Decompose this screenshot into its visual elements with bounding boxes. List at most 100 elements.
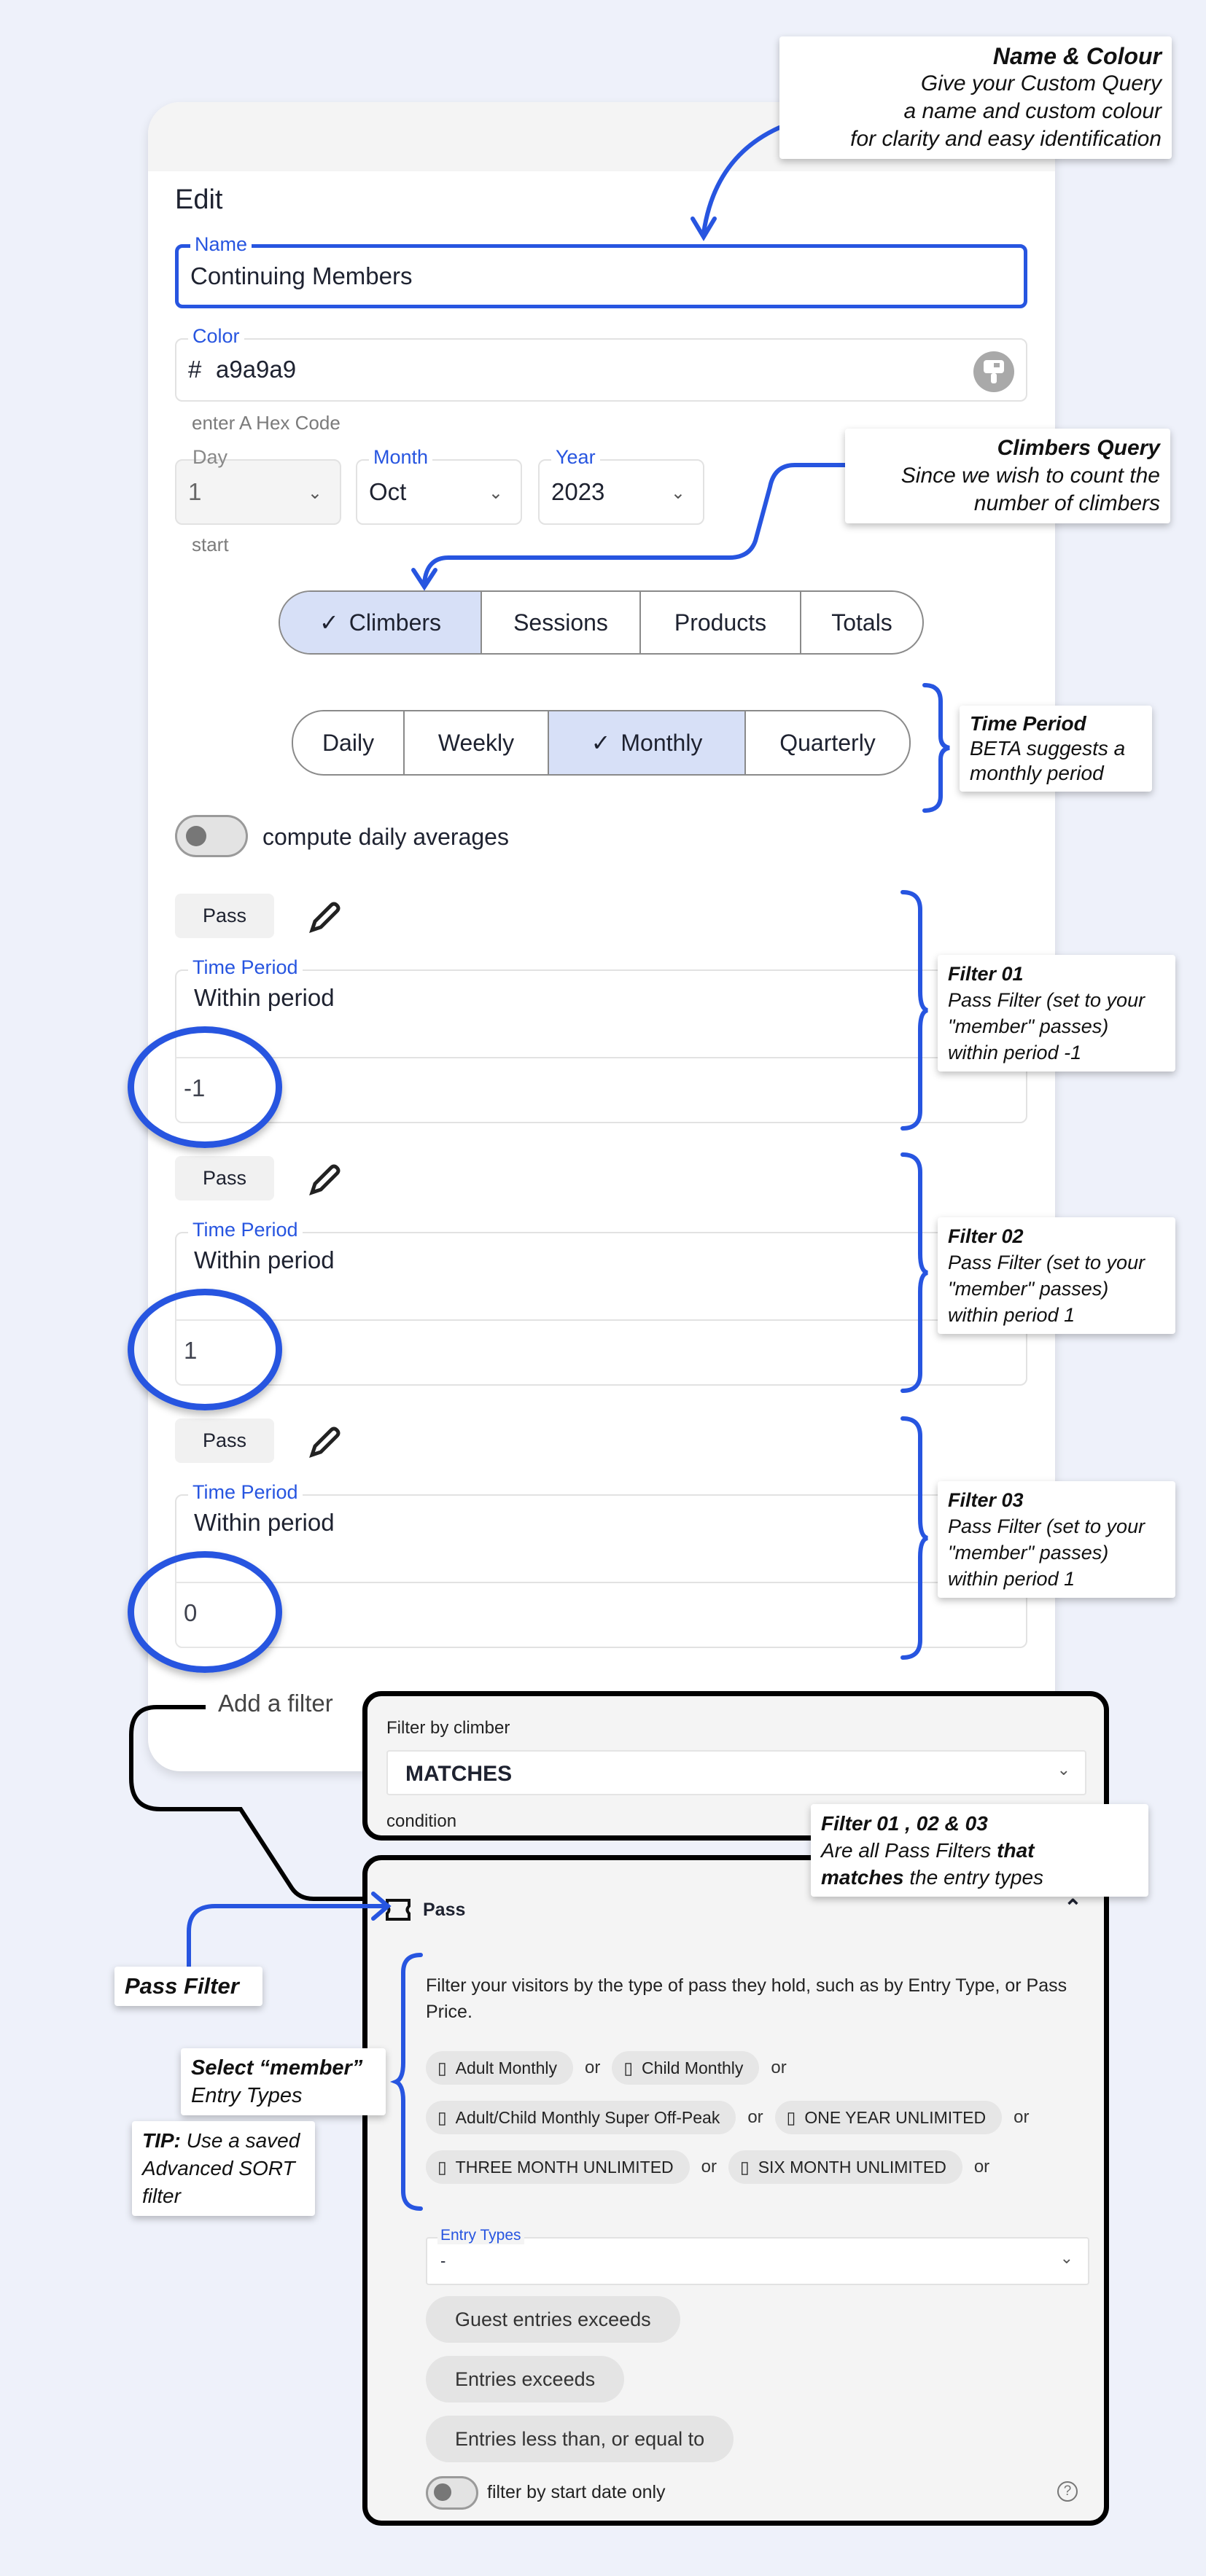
or-label: or — [771, 2058, 787, 2077]
pencil-icon[interactable] — [305, 1423, 343, 1464]
color-label: Color — [188, 325, 244, 348]
entry-type-chip[interactable]: ▯Child Monthly — [612, 2051, 760, 2085]
condition-helper: condition — [386, 1811, 457, 1831]
segment-products[interactable]: Products — [641, 592, 801, 653]
guest-entries-exceeds-button[interactable]: Guest entries exceeds — [426, 2296, 680, 2343]
help-icon[interactable]: ? — [1057, 2481, 1078, 2502]
callout-line: number of climbers — [973, 491, 1160, 515]
paint-bucket-icon[interactable] — [973, 351, 1014, 392]
entry-type-chip[interactable]: ▯Adult Monthly — [426, 2051, 574, 2085]
callout-title: Climbers Query — [997, 436, 1160, 460]
chip-label: Child Monthly — [642, 2058, 744, 2077]
chip-label: Adult Monthly — [455, 2058, 558, 2077]
condition-value: MATCHES — [405, 1762, 513, 1786]
chevron-up-icon[interactable]: ⌃ — [1063, 1896, 1082, 1920]
chip-label: Adult/Child Monthly Super Off-Peak — [455, 2107, 720, 2127]
callout-line: Give your Custom Query — [920, 71, 1162, 95]
callout-filter-01: Filter 01 Pass Filter (set to your "memb… — [938, 955, 1175, 1072]
start-date-toggle[interactable] — [426, 2476, 478, 2510]
month-select[interactable]: Month Oct ⌄ — [356, 446, 522, 525]
add-filter-connector — [129, 1705, 362, 1901]
year-select[interactable]: Year 2023 ⌄ — [538, 446, 704, 525]
toggle-knob — [186, 826, 206, 846]
ticket-icon: ▯ — [786, 2107, 796, 2127]
chip-label: THREE MONTH UNLIMITED — [455, 2157, 674, 2177]
segment-totals[interactable]: Totals — [801, 592, 922, 653]
callout-line: filter — [142, 2185, 181, 2207]
pass-chip[interactable]: Pass — [175, 894, 274, 938]
check-icon: ✓ — [319, 609, 339, 636]
name-field[interactable]: Name Continuing Members — [175, 233, 1027, 308]
segment-sessions[interactable]: Sessions — [482, 592, 641, 653]
chevron-down-icon: ⌄ — [1057, 1760, 1070, 1779]
callout-filter-03: Filter 03 Pass Filter (set to your "memb… — [938, 1481, 1175, 1598]
callout-line: within period 1 — [948, 1568, 1075, 1590]
add-filter-button[interactable]: Add a filter — [218, 1690, 333, 1717]
callout-pass-filter: Pass Filter — [114, 1967, 262, 2006]
callout-title: Name & Colour — [992, 43, 1162, 69]
callout-line: Pass Filter (set to your — [948, 1252, 1145, 1273]
time-period-value: Within period — [194, 1509, 335, 1536]
chip-label: ONE YEAR UNLIMITED — [804, 2107, 987, 2127]
segment-label: Totals — [831, 609, 892, 636]
chevron-down-icon: ⌄ — [488, 483, 503, 503]
callout-all-filters: Filter 01 , 02 & 03 Are all Pass Filters… — [811, 1804, 1148, 1897]
toggle-knob — [434, 2483, 451, 2501]
year-value: 2023 — [551, 478, 605, 505]
start-date-label: filter by start date only — [487, 2482, 666, 2502]
segment-climbers[interactable]: ✓Climbers — [280, 592, 482, 653]
callout-line: within period -1 — [948, 1042, 1082, 1063]
callout-text: the entry types — [903, 1866, 1044, 1889]
callout-title: Select “member” — [191, 2056, 363, 2080]
ticket-icon: ▯ — [437, 2107, 447, 2127]
condition-select[interactable]: MATCHES ⌄ — [386, 1750, 1086, 1795]
daily-averages-toggle[interactable] — [175, 815, 248, 857]
month-label: Month — [369, 446, 433, 469]
segment-quarterly[interactable]: Quarterly — [746, 711, 909, 774]
arrowhead-icon — [690, 216, 717, 241]
name-label: Name — [190, 233, 252, 256]
time-period-label: Time Period — [188, 956, 303, 979]
arrowhead-icon — [411, 568, 437, 591]
time-period-field[interactable]: Time Period Within period -1 — [175, 956, 1027, 1123]
entry-type-chip[interactable]: ▯THREE MONTH UNLIMITED — [426, 2150, 690, 2184]
entry-type-chip[interactable]: ▯ ONE YEAR UNLIMITED — [774, 2101, 1003, 2134]
callout-line: Since we wish to count the — [900, 464, 1160, 488]
pencil-icon[interactable] — [305, 1160, 343, 1202]
entry-type-chip[interactable]: ▯ Adult/Child Monthly Super Off-Peak — [426, 2101, 736, 2134]
entry-types-select[interactable]: Entry Types - ⌄ — [426, 2227, 1089, 2285]
callout-line: within period 1 — [948, 1304, 1075, 1326]
color-field[interactable]: Color # a9a9a9 — [175, 325, 1027, 402]
divider — [176, 1582, 1026, 1583]
or-label: or — [973, 2157, 990, 2177]
or-label: or — [585, 2058, 601, 2077]
day-select[interactable]: Day 1 ⌄ — [175, 446, 341, 525]
pass-chip[interactable]: Pass — [175, 1418, 274, 1463]
segment-weekly[interactable]: Weekly — [405, 711, 549, 774]
time-period-field[interactable]: Time Period Within period 0 — [175, 1481, 1027, 1648]
start-helper: start — [192, 534, 229, 555]
callout-line: "member" passes) — [948, 1278, 1109, 1300]
entry-type-chip[interactable]: ▯SIX MONTH UNLIMITED — [728, 2150, 962, 2184]
callout-line: Pass Filter (set to your — [948, 989, 1145, 1011]
callout-line: a name and custom colour — [903, 99, 1162, 123]
segment-daily[interactable]: Daily — [293, 711, 405, 774]
entries-exceeds-button[interactable]: Entries exceeds — [426, 2356, 625, 2403]
segment-monthly[interactable]: ✓Monthly — [549, 711, 746, 774]
query-type-toggle: ✓Climbers Sessions Products Totals — [279, 590, 924, 655]
segment-label: Quarterly — [779, 729, 876, 756]
time-period-field[interactable]: Time Period Within period 1 — [175, 1219, 1027, 1386]
segment-label: Weekly — [437, 729, 515, 756]
filter-01-brace — [900, 890, 928, 1131]
entries-less-equal-button[interactable]: Entries less than, or equal to — [426, 2416, 734, 2462]
pencil-icon[interactable] — [305, 898, 343, 940]
callout-title: Filter 02 — [948, 1225, 1024, 1247]
name-value: Continuing Members — [190, 262, 413, 289]
filter-by-climber-panel: Filter by climber MATCHES ⌄ condition — [362, 1691, 1109, 1841]
or-label: or — [747, 2107, 763, 2127]
check-icon: ✓ — [591, 730, 611, 756]
year-label: Year — [551, 446, 600, 469]
pass-chip[interactable]: Pass — [175, 1156, 274, 1201]
or-label: or — [1014, 2107, 1030, 2127]
